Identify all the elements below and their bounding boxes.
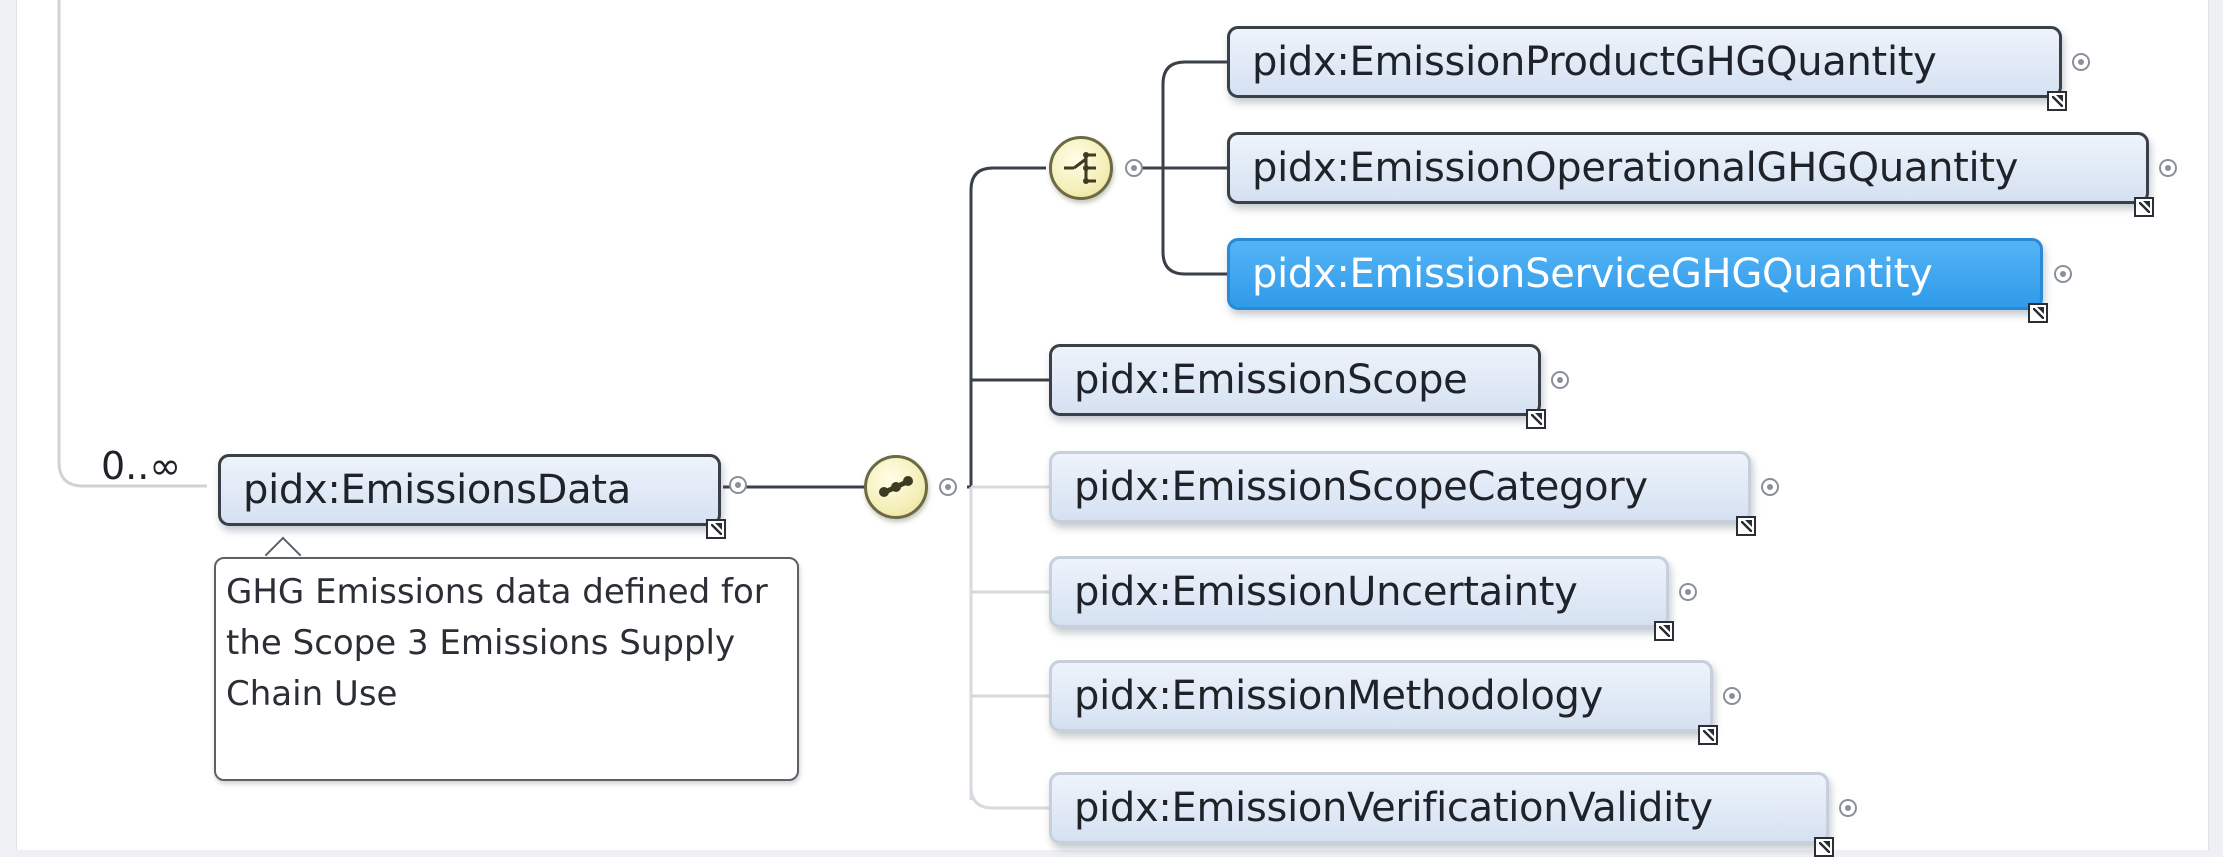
expand-toggle-icon[interactable] <box>729 476 747 494</box>
element-label: pidx:EmissionProductGHGQuantity <box>1252 39 1937 85</box>
element-emission-methodology[interactable]: pidx:EmissionMethodology <box>1049 660 1718 745</box>
element-label: pidx:EmissionServiceGHGQuantity <box>1252 251 1933 297</box>
element-emission-scope[interactable]: pidx:EmissionScope <box>1049 344 1546 429</box>
element-label: pidx:EmissionUncertainty <box>1074 569 1578 615</box>
element-label: pidx:EmissionsData <box>243 467 631 513</box>
expand-toggle-icon[interactable] <box>2072 53 2090 71</box>
expand-toggle-icon[interactable] <box>2159 159 2177 177</box>
element-label: pidx:EmissionVerificationValidity <box>1074 785 1713 831</box>
reference-link-icon[interactable] <box>706 519 726 539</box>
expand-toggle-icon[interactable] <box>1723 687 1741 705</box>
element-label: pidx:EmissionScope <box>1074 357 1468 403</box>
reference-link-icon[interactable] <box>1526 409 1546 429</box>
element-label: pidx:EmissionMethodology <box>1074 673 1603 719</box>
expand-toggle-icon[interactable] <box>1679 583 1697 601</box>
expand-toggle-icon[interactable] <box>1839 799 1857 817</box>
choice-compositor-icon[interactable] <box>1049 136 1113 200</box>
expand-toggle-icon[interactable] <box>1761 478 1779 496</box>
element-emission-service-ghg-quantity[interactable]: pidx:EmissionServiceGHGQuantity <box>1227 238 2048 323</box>
reference-link-icon[interactable] <box>2028 303 2048 323</box>
reference-link-icon[interactable] <box>1736 516 1756 536</box>
connector-lines <box>57 0 1227 810</box>
element-emission-verification-validity[interactable]: pidx:EmissionVerificationValidity <box>1049 772 1834 857</box>
expand-toggle-icon[interactable] <box>939 478 957 496</box>
reference-link-icon[interactable] <box>1814 837 1834 857</box>
expand-toggle-icon[interactable] <box>2054 265 2072 283</box>
element-label: pidx:EmissionOperationalGHGQuantity <box>1252 145 2019 191</box>
reference-link-icon[interactable] <box>1654 621 1674 641</box>
expand-toggle-icon[interactable] <box>1551 371 1569 389</box>
sequence-compositor-icon[interactable] <box>864 455 928 519</box>
element-emission-scope-category[interactable]: pidx:EmissionScopeCategory <box>1049 451 1756 536</box>
reference-link-icon[interactable] <box>1698 725 1718 745</box>
cardinality-label: 0..∞ <box>101 444 181 488</box>
schema-diagram-canvas: 0..∞ pidx:EmissionsData GHG Emissions da… <box>16 0 2209 857</box>
element-label: pidx:EmissionScopeCategory <box>1074 464 1648 510</box>
reference-link-icon[interactable] <box>2134 197 2154 217</box>
element-emission-product-ghg-quantity[interactable]: pidx:EmissionProductGHGQuantity <box>1227 26 2067 111</box>
element-emission-uncertainty[interactable]: pidx:EmissionUncertainty <box>1049 556 1674 641</box>
expand-toggle-icon[interactable] <box>1125 159 1143 177</box>
element-emissions-data[interactable]: pidx:EmissionsData <box>218 454 726 539</box>
annotation-box: GHG Emissions data defined for the Scope… <box>214 557 799 781</box>
element-emission-operational-ghg-quantity[interactable]: pidx:EmissionOperationalGHGQuantity <box>1227 132 2154 217</box>
reference-link-icon[interactable] <box>2047 91 2067 111</box>
